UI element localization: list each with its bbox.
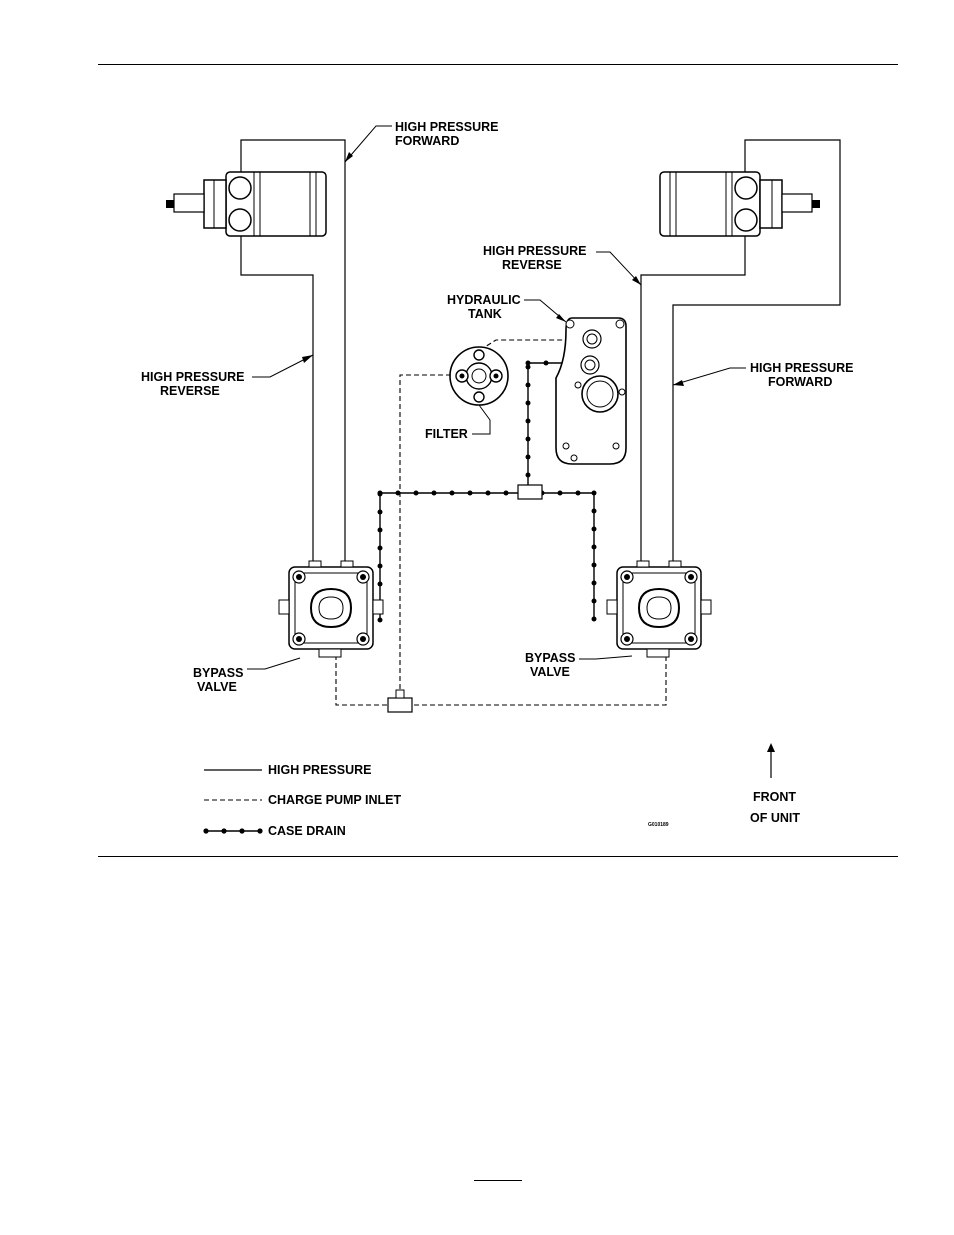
svg-text:FORWARD: FORWARD (768, 375, 832, 389)
case-drain-dot (544, 361, 549, 366)
label-hp-reverse-right: HIGH PRESSURE REVERSE (483, 244, 587, 272)
label-hp-forward-left: HIGH PRESSURE FORWARD (395, 120, 499, 148)
svg-text:REVERSE: REVERSE (160, 384, 220, 398)
case-drain-dot (592, 545, 597, 550)
svg-text:BYPASS: BYPASS (525, 651, 575, 665)
case-drain-dot (526, 361, 531, 366)
up-arrow-icon (767, 743, 775, 752)
svg-text:HIGH PRESSURE: HIGH PRESSURE (750, 361, 854, 375)
figure-code: G010189 (648, 822, 669, 828)
svg-text:HIGH PRESSURE: HIGH PRESSURE (141, 370, 245, 384)
case-drain-dot (486, 491, 491, 496)
case-drain-dot (526, 455, 531, 460)
front-of-unit-indicator: FRONT OF UNIT (750, 743, 800, 825)
legend-swatch-case-drain (203, 828, 262, 833)
case-drain-dot (592, 509, 597, 514)
case-drain-dot (526, 401, 531, 406)
left-wheel-motor (166, 172, 326, 236)
legend: HIGH PRESSURE CHARGE PUMP INLET CASE DRA… (203, 763, 401, 838)
hydraulic-tank (556, 318, 626, 464)
case-drain-dot (592, 563, 597, 568)
case-drain-dot (378, 582, 383, 587)
case-drain-dot (468, 491, 473, 496)
label-hydraulic-tank: HYDRAULIC TANK (447, 293, 521, 321)
svg-text:FRONT: FRONT (753, 790, 796, 804)
label-bypass-right: BYPASS VALVE (525, 651, 575, 679)
case-drain-dot (450, 491, 455, 496)
case-drain-dot (592, 491, 597, 496)
case-drain-dot (504, 491, 509, 496)
case-drain-dot (378, 528, 383, 533)
legend-charge-pump-inlet: CHARGE PUMP INLET (268, 793, 401, 807)
svg-text:VALVE: VALVE (197, 680, 237, 694)
filter (450, 347, 508, 405)
svg-text:HYDRAULIC: HYDRAULIC (447, 293, 521, 307)
case-drain-dot (432, 491, 437, 496)
label-bypass-left: BYPASS VALVE (193, 666, 243, 694)
svg-text:HIGH PRESSURE: HIGH PRESSURE (483, 244, 587, 258)
svg-text:OF UNIT: OF UNIT (750, 811, 800, 825)
legend-case-drain: CASE DRAIN (268, 824, 346, 838)
case-drain-dot (526, 419, 531, 424)
right-hydrostat-pump (607, 561, 711, 657)
legend-high-pressure: HIGH PRESSURE (268, 763, 372, 777)
svg-text:BYPASS: BYPASS (193, 666, 243, 680)
svg-text:REVERSE: REVERSE (502, 258, 562, 272)
case-drain-dot (558, 491, 563, 496)
case-drain-dot (526, 437, 531, 442)
tee-fitting-upper (518, 485, 542, 499)
case-drain-dot (526, 473, 531, 478)
tee-fitting-lower (388, 698, 412, 712)
case-drain-dot (526, 383, 531, 388)
svg-text:FORWARD: FORWARD (395, 134, 459, 148)
svg-text:VALVE: VALVE (530, 665, 570, 679)
case-drain-dot (592, 617, 597, 622)
right-wheel-motor (660, 172, 820, 236)
case-drain-dot (378, 491, 383, 496)
case-drain-dot (576, 491, 581, 496)
label-hp-forward-right: HIGH PRESSURE FORWARD (750, 361, 854, 389)
svg-text:HIGH PRESSURE: HIGH PRESSURE (395, 120, 499, 134)
left-hydrostat-pump (279, 561, 383, 657)
case-drain-dot (378, 510, 383, 515)
case-drain-dot (378, 546, 383, 551)
case-drain-dot (378, 618, 383, 623)
label-filter: FILTER (425, 427, 468, 441)
case-drain-dot (592, 527, 597, 532)
label-hp-reverse-left: HIGH PRESSURE REVERSE (141, 370, 245, 398)
case-drain-dot (592, 599, 597, 604)
svg-text:TANK: TANK (468, 307, 502, 321)
case-drain-dot (592, 581, 597, 586)
case-drain-dot (396, 491, 401, 496)
case-drain-dot (378, 564, 383, 569)
case-drain-dot (414, 491, 419, 496)
